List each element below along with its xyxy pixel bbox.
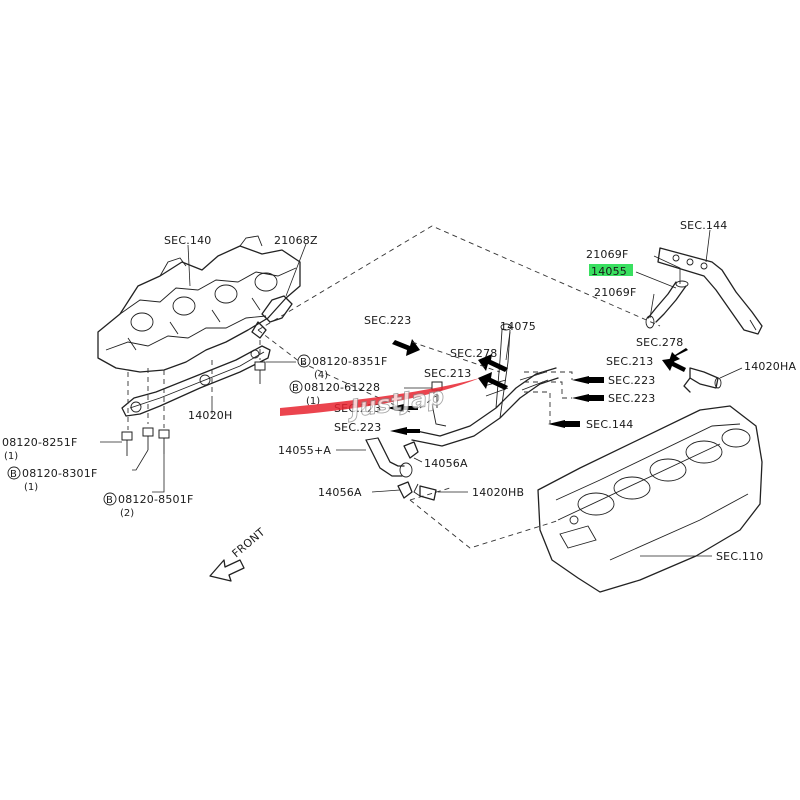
fitting-14020ha — [683, 367, 722, 393]
label-08120-8301f-qty: (1) — [24, 482, 38, 493]
label-08120-8251f: 08120-8251F — [2, 436, 77, 449]
arrow-icon — [572, 394, 604, 402]
label-14020ha: 14020HA — [744, 360, 796, 373]
label-08120-8351f: 08120-8351F — [312, 355, 387, 368]
arrow-icon — [662, 358, 686, 372]
label-sec223-top: SEC.223 — [364, 314, 412, 327]
hose-14055 — [645, 280, 689, 329]
label-sec278-mid: SEC.278 — [450, 347, 498, 360]
front-direction-icon — [209, 559, 245, 582]
arrow-icon — [387, 404, 418, 412]
label-21068z: 21068Z — [274, 234, 318, 247]
circled-b-icon: B — [106, 495, 113, 506]
label-21069f-b: 21069F — [594, 286, 637, 299]
label-08120-8501f-qty: (2) — [120, 508, 134, 519]
callout-8351f: B 08120-8351F (4) — [297, 354, 387, 381]
engine-block — [537, 405, 763, 593]
label-sec223-r1: SEC.223 — [608, 374, 656, 387]
arrow-icon — [548, 420, 580, 428]
label-08120-8301f: 08120-8301F — [22, 467, 97, 480]
clip-14056a-upper — [403, 441, 419, 459]
label-sec144-top: SEC.144 — [680, 219, 728, 232]
label-08120-61228: 08120-61228 — [304, 381, 380, 394]
bolt-8301f-icon — [142, 427, 154, 450]
leader-lines — [100, 229, 743, 557]
water-pipe-14075 — [411, 323, 559, 447]
label-sec144-r: SEC.144 — [586, 418, 634, 431]
label-sec140: SEC.140 — [164, 234, 212, 247]
label-sec110: SEC.110 — [716, 550, 764, 563]
highlight-marker — [589, 264, 633, 276]
callout-8501f: B 08120-8501F (2) — [103, 492, 193, 519]
label-14055-a: 14055+A — [278, 444, 331, 457]
arrow-icon — [478, 372, 508, 390]
direction-arrows — [387, 339, 688, 435]
label-21069f-a: 21069F — [586, 248, 629, 261]
label-08120-8251f-qty: (1) — [4, 451, 18, 462]
label-front: FRONT — [230, 525, 268, 560]
label-sec278-right: SEC.278 — [636, 336, 684, 349]
label-08120-61228-qty: (1) — [306, 396, 320, 407]
bolt-8501f-icon — [158, 429, 170, 454]
circled-b-icon: B — [10, 469, 17, 480]
bracket-sec144 — [657, 247, 763, 335]
bolt-8351f-icon — [254, 361, 266, 384]
arrow-icon — [572, 376, 604, 384]
label-14056a-lower: 14056A — [318, 486, 362, 499]
labels: SEC.140 21068Z SEC.144 21069F 14055 2106… — [2, 219, 796, 563]
bolt-8251f-icon — [121, 431, 133, 456]
label-14075: 14075 — [500, 320, 536, 333]
label-14020hb: 14020HB — [472, 486, 524, 499]
label-sec213-right: SEC.213 — [606, 355, 654, 368]
assembly-boundary — [257, 225, 661, 549]
label-08120-8501f: 08120-8501F — [118, 493, 193, 506]
intake-manifold — [97, 235, 301, 373]
bolts — [121, 361, 443, 456]
callout-61228: B 08120-61228 (1) — [289, 380, 380, 407]
circled-b-icon: B — [300, 357, 307, 368]
callout-8301f: B 08120-8301F (1) — [7, 466, 97, 493]
label-sec223-b: SEC.223 — [334, 421, 382, 434]
water-rail-14020h — [121, 345, 271, 417]
clip-14056a-lower — [397, 481, 413, 499]
drop-lines — [127, 340, 261, 430]
arrow-icon — [392, 339, 420, 356]
label-sec213-mid: SEC.213 — [424, 367, 472, 380]
label-14020h: 14020H — [188, 409, 232, 422]
arrow-icon — [390, 427, 420, 435]
label-14056a-upper: 14056A — [424, 457, 468, 470]
label-sec223-r2: SEC.223 — [608, 392, 656, 405]
hose-14055a — [365, 437, 413, 478]
fitting-21068z — [251, 295, 293, 339]
fitting-14020hb — [413, 483, 437, 501]
connector-lines — [411, 341, 573, 424]
arrow-icon — [478, 354, 508, 372]
label-14055-highlighted: 14055 — [591, 265, 627, 278]
label-08120-8351f-qty: (4) — [314, 370, 328, 381]
circled-b-icon: B — [292, 383, 299, 394]
